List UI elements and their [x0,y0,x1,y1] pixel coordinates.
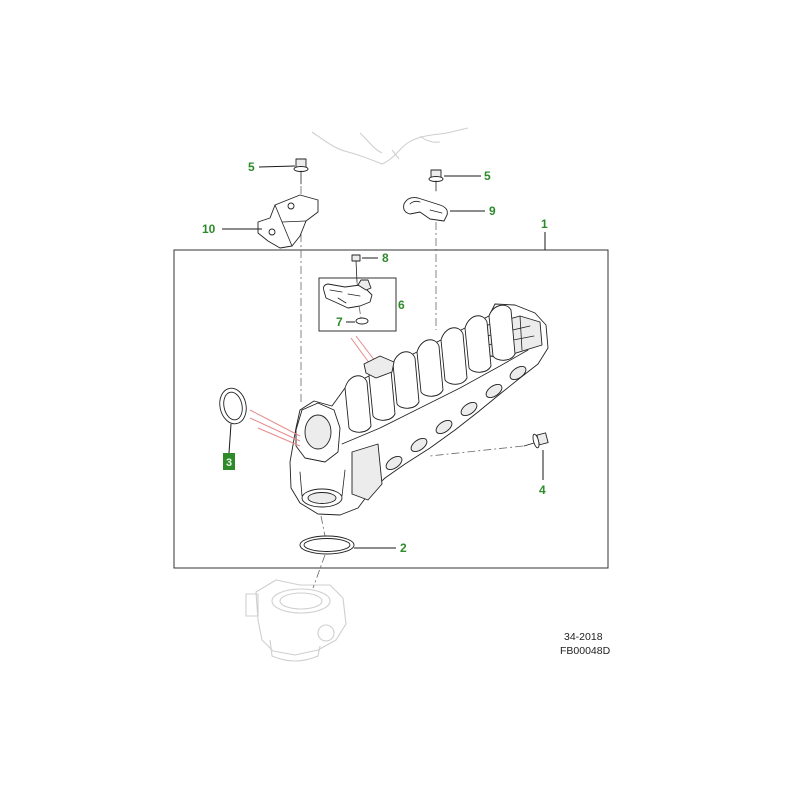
throttle-body-sides [299,469,346,497]
runner-outlet [460,401,478,417]
manifold-runner [488,304,516,361]
throttle-bore-inner [307,492,337,504]
callout-bolt-upper-right: 5 [484,169,491,183]
ghost-housing-inlet [271,588,331,614]
indicator-line [350,337,371,365]
indicator-line [257,427,301,447]
bracket-fold [274,204,307,247]
ghost-housing-inlet-inner [279,592,323,610]
bolt-washer [532,433,540,449]
sensor-o-ring [355,317,369,325]
gasket-location-indicator [249,409,301,447]
ghost-part-top-outline [311,127,469,165]
bracket-hole [287,202,295,210]
ghost-part-bottom [245,579,347,662]
gasket [219,387,247,425]
callout-sensor-o-ring: 7 [336,315,343,329]
clip-body [403,197,448,222]
throttle-flange-bore [304,414,332,450]
bolt-upper-left [293,158,309,185]
ghost-housing-flange [245,593,259,617]
bracket [257,194,319,249]
callout-bolt-upper-left: 5 [248,160,255,174]
callout-manifold-assembly: 1 [541,217,548,231]
manifold-runner [464,315,492,373]
callout-gasket: 3 [226,457,232,469]
callout-clip: 9 [489,204,496,218]
runner-outlet [485,383,503,399]
bolt-head [295,158,307,168]
callout-sensor-group: 6 [398,298,405,312]
indicator-line [249,417,301,442]
bolt-head [430,169,442,178]
intake-manifold [289,303,549,516]
ghost-part-top-detail [359,132,441,160]
indicator-line [249,409,301,437]
runner-outlet [435,419,453,435]
callout-gasket-box [223,453,235,470]
ghost-housing-port [317,624,335,642]
clip [403,197,448,222]
bolt-upper-right [428,169,444,192]
sensor-detail [329,289,361,304]
bolt-shaft [523,442,535,447]
manifold-runner [392,351,420,409]
alignment-line-outlet-lower [312,554,326,589]
illustration-id: FB00048D [560,645,611,657]
leader-gasket [228,423,232,454]
indicator-line [355,335,376,362]
plenum-lower-edge [341,349,529,445]
leader-bolt-upper-left [258,165,296,168]
sensor-mount-boss [363,355,395,379]
sensor-location-indicator [350,335,376,365]
callout-bracket: 10 [202,222,216,236]
sensor-body [323,283,373,309]
gasket-inner [223,391,243,421]
callout-outlet-o-ring: 2 [400,541,407,555]
sensor-connector [357,279,372,291]
callout-manifold-bolt: 4 [539,483,546,497]
alignment-line-manifold-bolt [429,445,524,457]
bolt-shaft [355,260,358,283]
callout-sensor-bolt: 8 [382,251,389,265]
assembly-frame [173,249,609,569]
ghost-housing-body [255,579,347,656]
sensor [323,279,373,309]
manifold-runner [440,327,468,385]
outlet-o-ring [299,535,355,555]
manifold-bolt [523,432,549,449]
clip-detail [409,200,443,214]
ghost-part-top [311,127,469,165]
alignment-line-outlet-upper [320,515,326,537]
ghost-housing-outlet [269,639,321,662]
o-ring-inner [303,538,351,552]
side-cover-plate [351,443,383,501]
sensor-bolt [351,254,361,283]
manifold-runner [416,339,444,397]
runner-outlet [509,365,527,381]
bolt-head [351,254,361,262]
runner-outlet [410,437,428,453]
runner-outlet [385,455,403,471]
alignment-line-sensor [358,305,362,319]
sensor-group-frame [318,277,397,332]
manifold-runner [344,375,372,433]
section-code: 34-2018 [564,631,603,643]
bracket-hole [268,228,276,236]
